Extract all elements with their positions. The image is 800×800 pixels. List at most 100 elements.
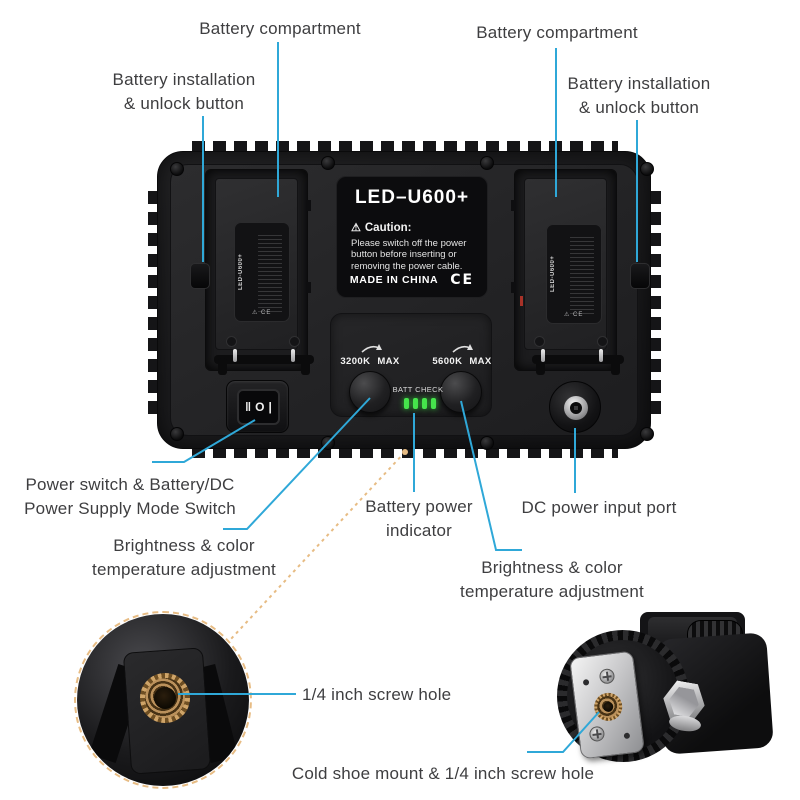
phillips-screw-icon [588, 725, 606, 743]
caution-text-line: removing the power cable. [351, 260, 463, 272]
battery-label-model-text: LED-U600+ [238, 253, 244, 291]
label-battery-compartment-left: Battery compartment [199, 19, 361, 38]
battery-unlock-button-left [190, 263, 210, 289]
caution-text-line: Please switch off the power [351, 238, 467, 249]
label-brightness-left: Brightness & color temperature adjustmen… [92, 534, 276, 582]
battery-label-model-text: LED-U600+ [550, 255, 556, 293]
caution-title: Caution: [364, 222, 412, 234]
quarter-inch-screw-hole [592, 691, 624, 723]
screw-icon [640, 162, 654, 176]
battery-label-cert-icons: ⚠ CE [564, 312, 584, 318]
model-name: LED–U600+ [354, 187, 470, 208]
dc-port-pin [574, 406, 578, 410]
label-line: indicator [385, 521, 453, 541]
heatsink-fins-top [192, 141, 618, 152]
info-plate: LED–U600+ ⚠Caution: Please switch off th… [336, 176, 488, 298]
label-line: Power Supply Mode Switch [24, 499, 236, 519]
label-battery-power-indicator: Battery power indicator [365, 495, 472, 543]
switch-glyph: ‖ [245, 400, 252, 414]
label-line: Power switch & Battery/DC [25, 475, 235, 494]
yoke-bracket-left [214, 355, 314, 364]
screw-icon [226, 336, 237, 347]
battery-level-led [422, 398, 427, 409]
label-battery-install-right: Battery installation & unlock button [568, 72, 711, 120]
screw-hole-center [154, 687, 176, 709]
label-screw-hole: 1/4 inch screw hole [302, 685, 452, 704]
label-brightness-right: Brightness & color temperature adjustmen… [460, 556, 644, 604]
screw-icon [480, 156, 494, 170]
dc-port-hole [570, 402, 582, 414]
ce-mark-icon: CE [450, 272, 475, 288]
knob-temp-text: 3200K [340, 356, 371, 367]
label-line: Battery installation [112, 70, 256, 89]
label-battery-install-left: Battery installation & unlock button [113, 68, 256, 116]
battery-spec-label-right: LED-U600+ ⚠ CE [546, 224, 602, 324]
batt-check-label: BATT CHECK [392, 385, 444, 394]
yoke-bracket-leg [301, 358, 310, 375]
battery-contact-pin [233, 349, 237, 362]
label-power-switch: Power switch & Battery/DC Power Supply M… [24, 473, 236, 521]
label-battery-compartment-right: Battery compartment [476, 23, 638, 42]
label-line: Brightness & color [113, 536, 255, 555]
screw-icon [321, 436, 335, 450]
rotate-clockwise-icon [361, 344, 382, 353]
battery-label-cert-icons: ⚠ CE [252, 310, 272, 316]
battery-release-accent [520, 296, 523, 306]
caution-text-line: button before inserting or [351, 249, 457, 261]
battery-spec-label-left: LED-U600+ ⚠ CE [234, 222, 290, 322]
battery-level-led [404, 398, 409, 409]
yoke-bracket-right [532, 355, 624, 364]
yoke-bracket-leg [536, 358, 545, 375]
caution-icon: ⚠ [351, 222, 361, 234]
knob-label-3200k: 3200K MAX [325, 356, 415, 367]
screw-icon [289, 336, 300, 347]
battery-level-led [413, 398, 418, 409]
label-line: Brightness & color [481, 558, 623, 577]
battery-contact-pin [599, 349, 603, 362]
battery-rail-tab [306, 282, 311, 293]
label-line: temperature adjustment [460, 582, 644, 602]
dc-power-input-port [549, 381, 601, 433]
heatsink-fins-right [650, 186, 661, 414]
power-switch: ‖ O | [226, 380, 289, 433]
battery-contact-pin [291, 349, 295, 362]
switch-glyph: | [268, 400, 272, 414]
battery-label-fine-print [258, 232, 282, 312]
screw-hole-zoom-detail [74, 611, 252, 789]
knob-label-5600k: 5600K MAX [417, 356, 507, 367]
screw-hole-photo [77, 614, 249, 786]
battery-rail-tab [511, 200, 516, 211]
label-line: & unlock button [123, 94, 245, 114]
yoke-bracket-leg [218, 358, 227, 375]
dc-port-ring [564, 396, 588, 420]
battery-rail-tab [511, 282, 516, 293]
made-in-text: MADE IN CHINA [349, 274, 439, 286]
screw-icon [170, 427, 184, 441]
brightness-knob-left [349, 371, 391, 413]
knob-max-text: MAX [469, 356, 492, 367]
quarter-inch-screw-hole [140, 673, 190, 723]
power-switch-rocker: ‖ O | [237, 389, 280, 425]
label-line: Battery installation [567, 74, 711, 93]
label-dc-power-input: DC power input port [521, 498, 677, 517]
caution-text: Please switch off the power button befor… [351, 238, 466, 272]
origin-row: MADE IN CHINA CE [337, 272, 487, 288]
mount-plate [569, 650, 645, 760]
switch-glyph: O [255, 400, 265, 414]
rotate-clockwise-icon [452, 344, 473, 353]
screw-icon [480, 436, 494, 450]
plate-hole [582, 679, 590, 686]
label-cold-shoe: Cold shoe mount & 1/4 inch screw hole [291, 764, 595, 783]
battery-level-led [431, 398, 436, 409]
plate-hole [623, 732, 631, 740]
screw-icon [597, 336, 608, 347]
phillips-screw-icon [598, 667, 616, 685]
battery-label-fine-print [570, 234, 594, 314]
knob-temp-text: 5600K [432, 356, 463, 367]
label-line: & unlock button [578, 98, 700, 118]
battery-unlock-button-right [630, 263, 650, 289]
label-line: temperature adjustment [92, 560, 276, 580]
screw-icon [640, 427, 654, 441]
battery-rail-tab [306, 200, 311, 211]
